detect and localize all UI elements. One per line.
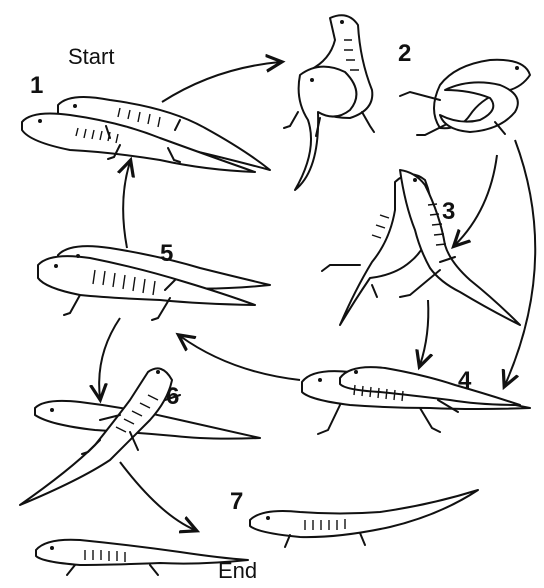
stage-number-4: 4 <box>458 367 471 395</box>
arrow-2-to-4 <box>505 140 535 385</box>
stage-number-6: 6 <box>166 383 179 411</box>
arrow-5-to-1 <box>123 162 130 248</box>
stage-4-lizards <box>302 367 530 434</box>
stage-number-5: 5 <box>160 240 173 268</box>
stage-6-lizards <box>20 368 260 505</box>
arrow-2-to-3 <box>455 155 497 245</box>
arrow-1-to-2 <box>162 62 280 102</box>
stage-number-3: 3 <box>442 198 455 226</box>
arrow-3-to-4 <box>420 300 428 365</box>
stage-5-lizards <box>38 246 270 320</box>
stage-1-lizards <box>22 97 270 172</box>
stage-number-1: 1 <box>30 72 43 100</box>
start-label: Start <box>68 44 114 70</box>
arrow-5-to-6 <box>99 318 120 398</box>
stage-3-lizards <box>322 170 520 325</box>
arrow-6-to-7 <box>120 462 195 530</box>
arrow-4-to-5 <box>180 336 300 380</box>
stage-number-2: 2 <box>398 40 411 68</box>
stage-number-7: 7 <box>230 488 243 516</box>
end-label: End <box>218 558 257 584</box>
